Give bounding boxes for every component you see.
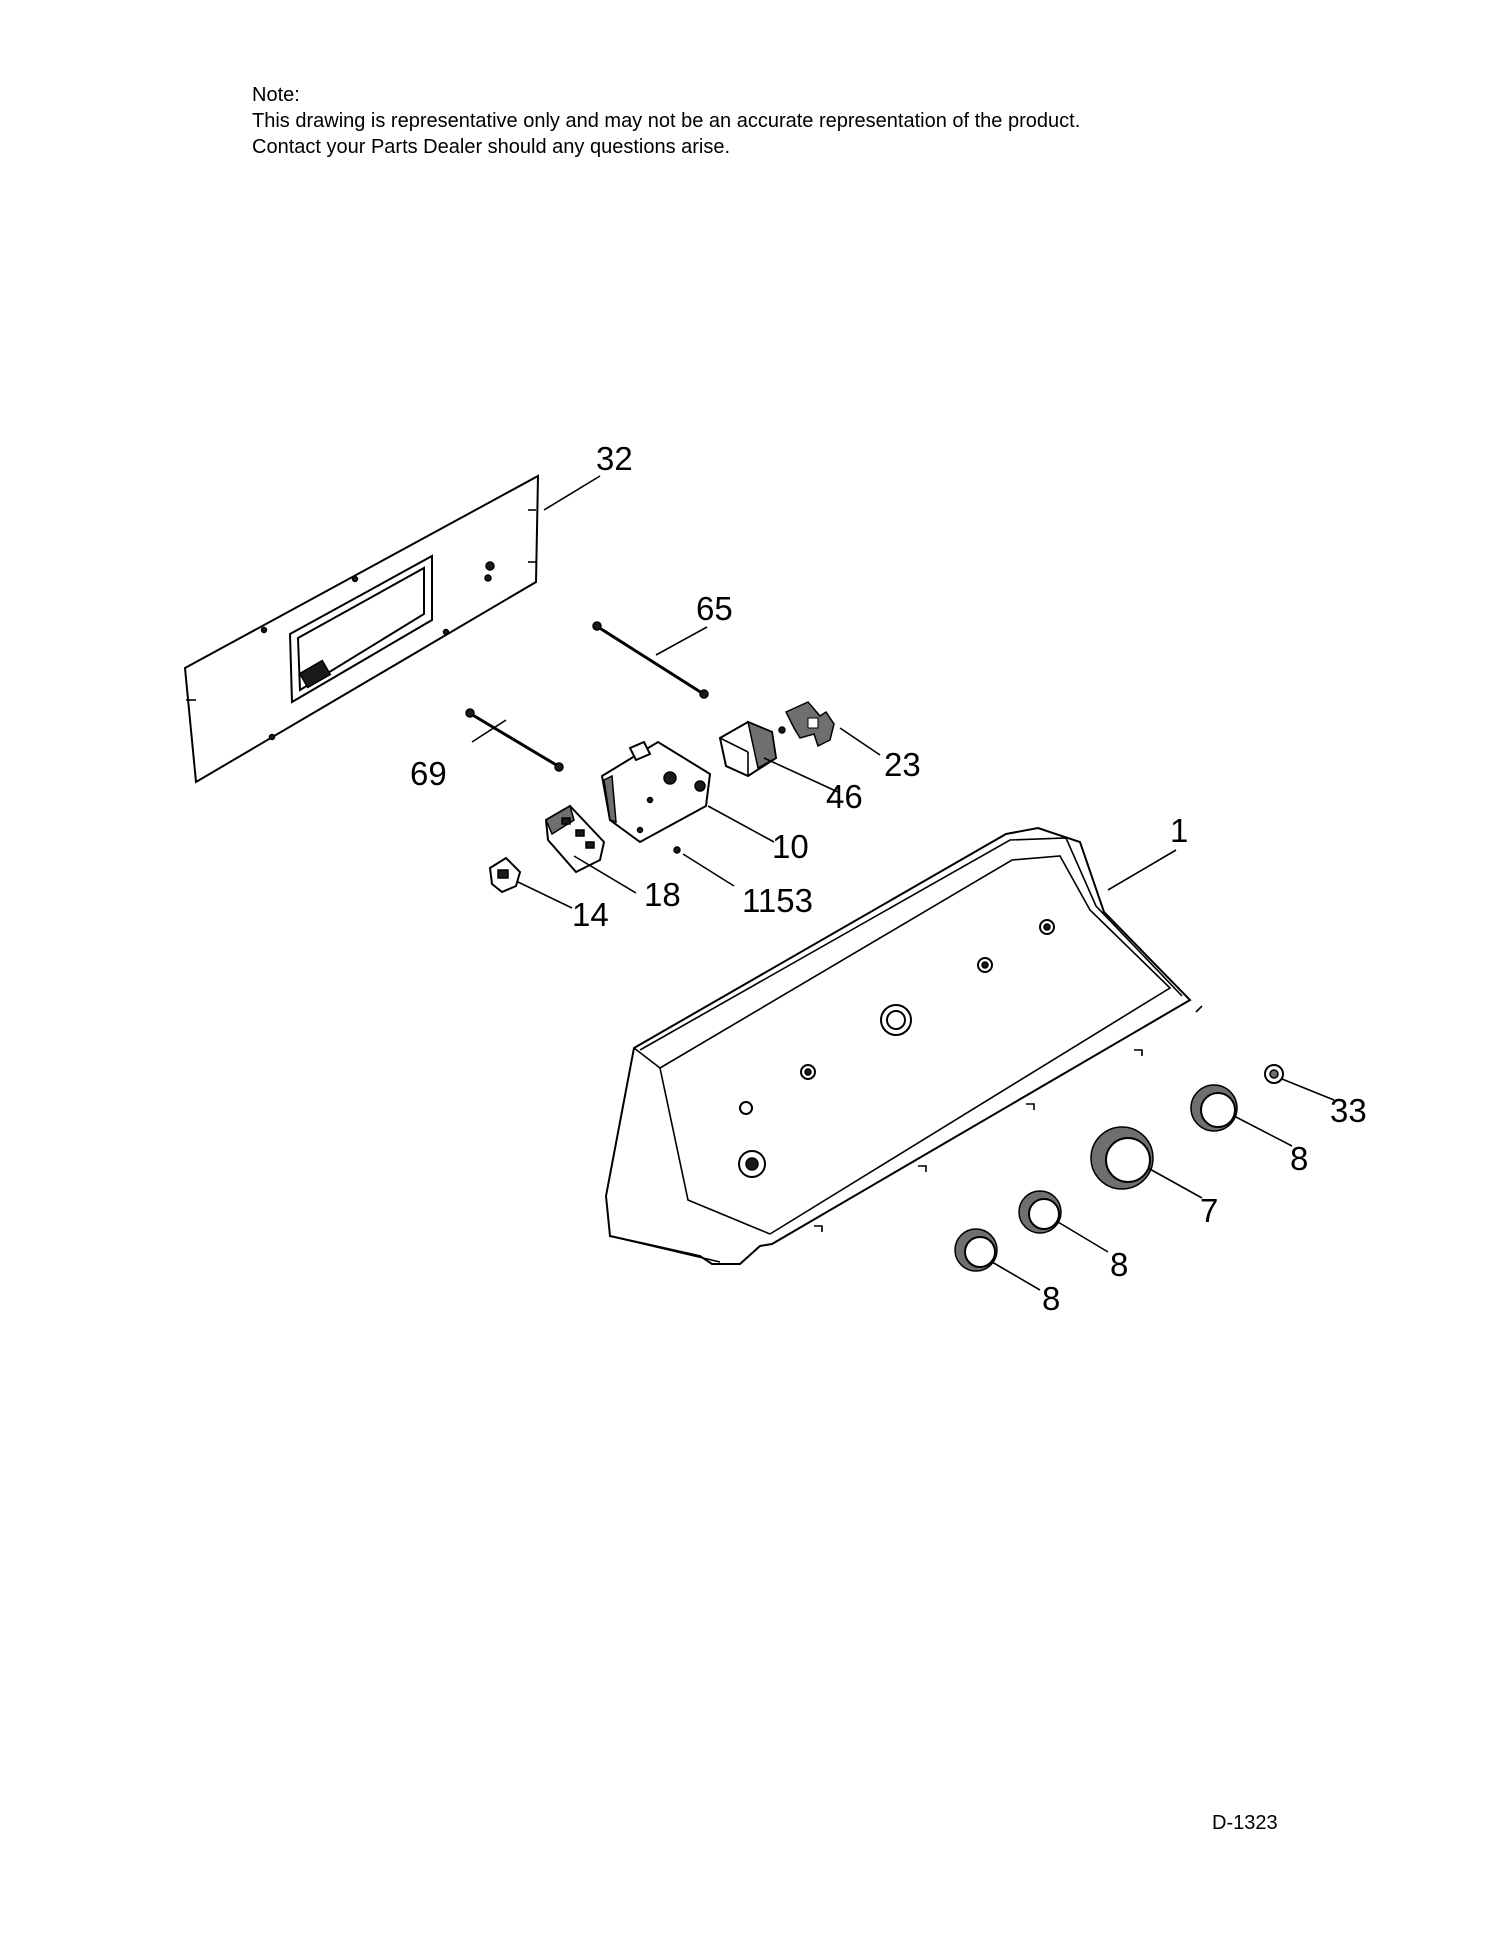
part-timer-10 [600,740,712,844]
part-knob-7 [1090,1126,1154,1190]
note-heading: Note: [252,84,300,106]
note-line-1: This drawing is representative only and … [252,110,1081,132]
callout-23: 23 [884,746,921,783]
callout-1: 1 [1170,812,1188,849]
callout-33: 33 [1330,1092,1367,1129]
part-knob-33 [1264,1064,1284,1084]
callout-8-lower: 8 [1042,1280,1060,1317]
callout-14: 14 [572,896,609,933]
part-wire-69 [465,708,564,772]
callout-1153: 1153 [742,882,813,919]
part-switch-23 [778,701,835,748]
note-line-2: Contact your Parts Dealer should any que… [252,136,731,158]
part-knob-8-upper [1190,1084,1238,1132]
part-console-1 [604,826,1203,1265]
part-motor-46 [718,720,778,778]
disclaimer-note: Note: This drawing is representative onl… [252,82,1080,160]
leader-lines [471,475,1335,1291]
callout-32: 32 [596,440,633,477]
callout-18: 18 [644,876,681,913]
part-rear-panel [183,474,540,784]
callout-8-middle: 8 [1110,1246,1128,1283]
callout-labels: 32 65 69 23 46 10 1 18 1153 14 33 8 7 8 … [410,440,1367,1317]
part-wire-65 [592,621,709,699]
part-switch-18 [544,804,606,874]
document-id: D-1323 [1212,1812,1278,1834]
callout-65: 65 [696,590,733,627]
callout-69: 69 [410,755,447,792]
callout-7: 7 [1200,1192,1218,1229]
part-knob-8-lower [954,1228,998,1272]
callout-46: 46 [826,778,863,815]
part-knob-8-middle [1018,1190,1062,1234]
part-screw-1153 [673,846,681,854]
callout-10: 10 [772,828,809,865]
part-switch-14 [488,856,522,894]
callout-8-upper: 8 [1290,1140,1308,1177]
